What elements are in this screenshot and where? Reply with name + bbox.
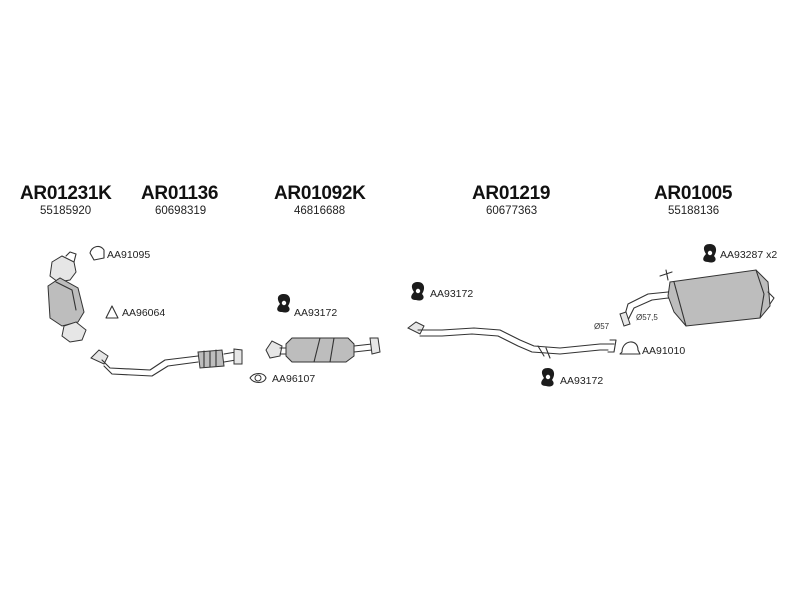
part-code-ar01005: AR01005 — [654, 183, 733, 204]
part-code-ar01219: AR01219 — [472, 183, 551, 204]
part-code-ar01136: AR01136 — [141, 183, 219, 204]
oem-number-46816688: 46816688 — [294, 205, 346, 217]
label-clamp-cat: AA91095 — [107, 249, 151, 261]
hanger-center-drawing — [277, 294, 291, 313]
rear-silencer-drawing — [619, 269, 775, 327]
part-code-ar01231k: AR01231K — [20, 183, 112, 204]
dimension-d57: Ø57 — [594, 322, 610, 331]
catalytic-converter-drawing — [47, 251, 87, 343]
gasket-center-drawing — [249, 372, 267, 384]
front-pipe-drawing — [90, 348, 243, 377]
oem-number-60677363: 60677363 — [486, 205, 538, 217]
oem-number-55188136: 55188136 — [668, 205, 720, 217]
dimension-d57-5: Ø57,5 — [636, 313, 658, 322]
label-hanger-rear: AA93287 x2 — [720, 249, 778, 261]
label-hanger-int-top: AA93172 — [430, 288, 474, 300]
label-clamp-rear: AA91010 — [642, 345, 686, 357]
label-hanger-center: AA93172 — [294, 307, 338, 319]
oem-number-55185920: 55185920 — [40, 205, 92, 217]
hanger-int-bottom-drawing — [541, 368, 555, 387]
oem-number-60698319: 60698319 — [155, 205, 207, 217]
label-hanger-int-bottom: AA93172 — [560, 375, 604, 387]
label-gasket-center: AA96107 — [272, 373, 316, 385]
clamp-rear-drawing — [619, 341, 641, 355]
hanger-int-top-drawing — [411, 282, 425, 301]
intermediate-pipe-drawing — [407, 321, 617, 359]
label-gasket-cat: AA96064 — [122, 307, 166, 319]
middle-section-drawing — [265, 337, 381, 363]
hanger-rear-drawing — [703, 244, 717, 263]
gasket-cat-drawing — [105, 305, 119, 319]
clamp-cat-drawing — [89, 245, 105, 261]
part-code-ar01092k: AR01092K — [274, 183, 366, 204]
